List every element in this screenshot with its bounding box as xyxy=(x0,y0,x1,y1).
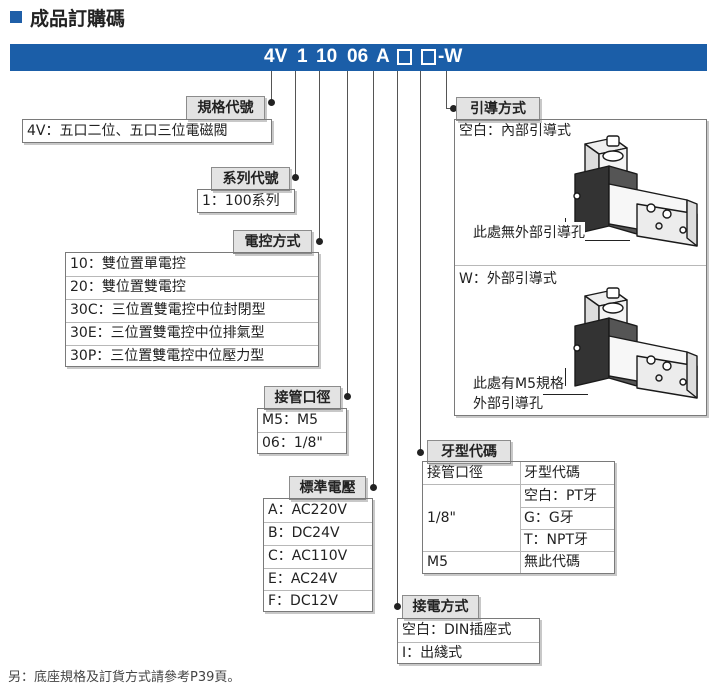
pilot-label: 引導方式 xyxy=(456,97,540,121)
spec-label: 規格代號 xyxy=(186,96,265,120)
table-row: A：AC220V xyxy=(264,499,372,523)
thread-table: 接管口徑 牙型代碼 1/8" 空白：PT牙 G：G牙 T：NPT牙 M5 無此代… xyxy=(422,461,615,574)
control-table: 10：雙位置單電控 20：雙位置雙電控 30C：三位置雙電控中位封閉型 30E：… xyxy=(65,252,319,367)
valve-internal-image xyxy=(573,135,698,247)
table-row: 30P：三位置雙電控中位壓力型 xyxy=(70,348,265,364)
code-voltage: A xyxy=(376,46,390,67)
table-row: 空白：DIN插座式 xyxy=(398,619,539,643)
code-port: 06 xyxy=(347,46,369,67)
table-row: C：AC110V xyxy=(264,545,372,569)
code-pilot: -W xyxy=(438,46,463,67)
thread-label: 牙型代碼 xyxy=(427,440,511,464)
valve-external-image xyxy=(573,287,698,399)
pilot-internal-title: 空白：內部引導式 xyxy=(459,123,571,139)
connector-dot xyxy=(394,603,401,610)
table-row: F：DC12V xyxy=(268,593,338,609)
connector-dot xyxy=(450,105,457,112)
pilot-internal-note: 此處無外部引導孔 xyxy=(469,222,585,244)
connector-dot xyxy=(292,174,299,181)
table-row: 30C：三位置雙電控中位封閉型 xyxy=(66,299,318,323)
table-row: 4V：五口二位、五口三位電磁閥 xyxy=(27,123,228,139)
table-row: 30E：三位置雙電控中位排氣型 xyxy=(66,322,318,346)
series-label: 系列代號 xyxy=(211,167,290,191)
table-row: M5：M5 xyxy=(258,409,346,433)
port-label: 接管口徑 xyxy=(264,386,341,410)
code-box-thread xyxy=(421,49,436,65)
voltage-table: A：AC220V B：DC24V C：AC110V E：AC24V F：DC12… xyxy=(263,498,373,612)
table-row: 06：1/8" xyxy=(262,435,323,451)
thread-opt-pt: 空白：PT牙 xyxy=(524,488,597,504)
spec-table: 4V：五口二位、五口三位電磁閥 xyxy=(22,119,272,143)
table-row: 20：雙位置雙電控 xyxy=(66,276,318,300)
port-table: M5：M5 06：1/8" xyxy=(257,408,347,454)
table-row: I：出綫式 xyxy=(402,645,463,661)
pilot-external-title: W：外部引導式 xyxy=(459,271,557,287)
table-row: 1：100系列 xyxy=(202,193,280,209)
voltage-label: 標準電壓 xyxy=(289,476,366,500)
pilot-panel: 空白：內部引導式 W：外部引導式 此處無外部引導孔 xyxy=(454,119,707,416)
section-marker-icon xyxy=(10,11,22,23)
electric-label: 接電方式 xyxy=(402,595,479,619)
thread-head-code: 牙型代碼 xyxy=(524,465,580,481)
footer-note: 另：底座規格及訂貨方式請參考P39頁。 xyxy=(8,670,241,685)
code-box-electric xyxy=(397,49,412,65)
table-row: 10：雙位置單電控 xyxy=(66,253,318,277)
pilot-external-note-2: 外部引導孔 xyxy=(469,393,543,415)
electric-table: 空白：DIN插座式 I：出綫式 xyxy=(397,618,540,664)
page-title: 成品訂購碼 xyxy=(30,8,126,30)
table-row: E：AC24V xyxy=(264,568,372,591)
thread-opt-none: 無此代碼 xyxy=(524,554,580,570)
connector-dot xyxy=(344,393,351,400)
thread-opt-g: G：G牙 xyxy=(524,510,574,526)
code-control: 10 xyxy=(316,46,338,67)
table-row: B：DC24V xyxy=(264,522,372,546)
order-code-bar: 4V 1 10 06 A -W xyxy=(10,44,707,71)
pilot-external-note-1: 此處有M5規格 xyxy=(469,373,564,395)
thread-port-18: 1/8" xyxy=(427,510,456,526)
connector-dot xyxy=(417,449,424,456)
series-table: 1：100系列 xyxy=(197,189,295,213)
connector-dot xyxy=(370,484,377,491)
thread-opt-npt: T：NPT牙 xyxy=(524,532,589,548)
thread-port-m5: M5 xyxy=(427,554,448,570)
code-model: 4V xyxy=(264,46,288,67)
connector-dot xyxy=(268,99,275,106)
control-label: 電控方式 xyxy=(233,230,312,254)
connector-dot xyxy=(316,238,323,245)
code-series: 1 xyxy=(297,46,308,67)
thread-head-port: 接管口徑 xyxy=(427,465,483,481)
